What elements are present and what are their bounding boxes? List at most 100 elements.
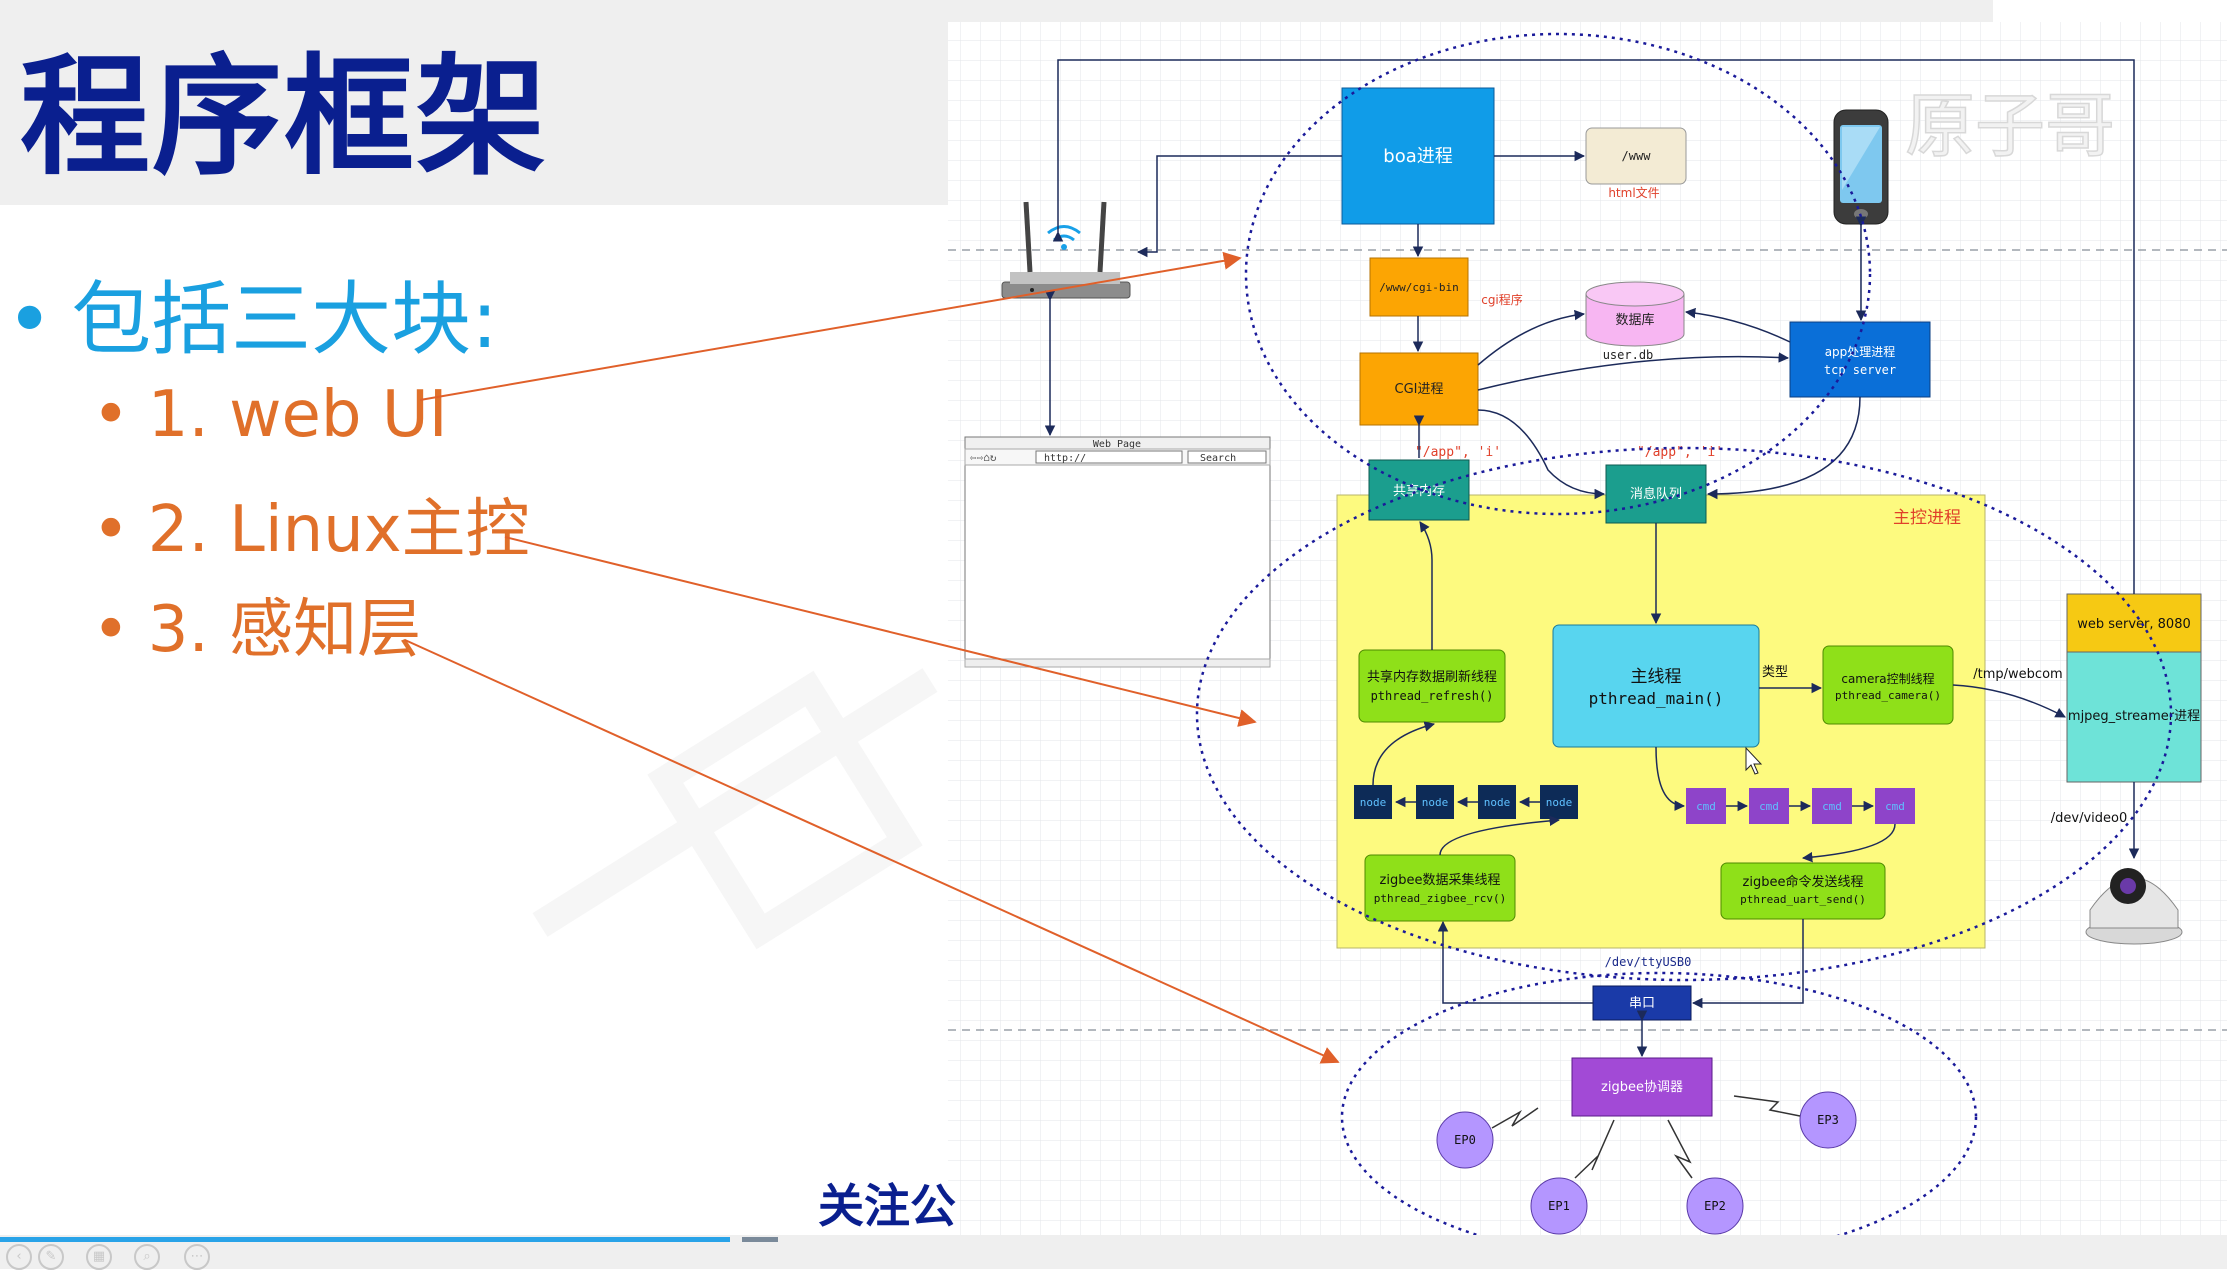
msgq-label: 消息队列 [1630, 486, 1682, 502]
cgi-bin-label: /www/cgi-bin [1379, 281, 1458, 294]
ep3-label: EP3 [1817, 1113, 1839, 1127]
watermark-top: 原子哥 [1905, 85, 2115, 167]
pointer-lines [404, 251, 1340, 1064]
cmd-queue: cmd cmd cmd cmd [1686, 788, 1915, 824]
ep2-label: EP2 [1704, 1199, 1726, 1213]
app-proc-label-1: app处理进程 [1825, 344, 1896, 359]
phone-icon [1833, 109, 1889, 225]
cmd-box [1686, 788, 1726, 824]
camera-label-2: pthread_camera() [1835, 689, 1941, 702]
node-label: node [1422, 796, 1449, 809]
node-queue: node node node node [1354, 785, 1578, 819]
zrcv-label-1: zigbee数据采集线程 [1380, 872, 1501, 888]
node-label: node [1484, 796, 1511, 809]
ep2-node [1686, 1177, 1744, 1235]
boa-process [1341, 87, 1495, 225]
watermark [532, 668, 938, 950]
connectors [1044, 59, 2140, 1058]
browser-search: Search [1200, 453, 1236, 464]
db-file-label: user.db [1603, 348, 1654, 362]
footer-text: 关注公 [818, 1179, 956, 1233]
more-icon[interactable]: ⋯ [184, 1244, 210, 1270]
cmd-label: cmd [1696, 800, 1716, 813]
zsend-label-1: zigbee命令发送线程 [1743, 874, 1864, 890]
bullet-dot: • [92, 593, 130, 667]
app-i-left: "/app", 'i' [1415, 445, 1501, 460]
node-box [1416, 785, 1454, 819]
cmd-box [1875, 788, 1915, 824]
zsend-label-2: pthread_uart_send() [1740, 893, 1866, 906]
browser-url: http:// [1044, 453, 1086, 464]
cmd-label: cmd [1759, 800, 1779, 813]
bullet-text: 3. 感知层 [147, 593, 422, 667]
mouse-cursor [1745, 746, 1763, 775]
bullet-sensor: •3. 感知层 [92, 578, 421, 670]
db-label: 数据库 [1615, 312, 1654, 328]
bullet-web-ui: •1. web UI [92, 378, 448, 452]
ep0-label: EP0 [1454, 1133, 1476, 1147]
browser-title: Web Page [1093, 439, 1141, 450]
web-ui-ellipse [1244, 32, 1872, 516]
refresh-label-1: 共享内存数据刷新线程 [1367, 669, 1497, 685]
mjpeg-box [2066, 651, 2202, 783]
page-title: 程序框架 [20, 41, 549, 193]
prev-icon[interactable]: ‹ [6, 1244, 32, 1270]
node-label: node [1360, 796, 1387, 809]
cgi-prog-label: cgi程序 [1481, 292, 1523, 307]
top-strip [948, 0, 1993, 22]
cgi-bin-box [1369, 257, 1469, 317]
cgi-proc-label: CGI进程 [1395, 382, 1444, 397]
main-thread-label-2: pthread_main() [1589, 689, 1724, 708]
node-box [1540, 785, 1578, 819]
progress-bar[interactable] [0, 1237, 730, 1242]
zrcv-label-2: pthread_zigbee_rcv() [1374, 892, 1506, 905]
camera-icon [2085, 868, 2183, 945]
app-proc-label-2: tcp server [1824, 363, 1896, 377]
type-label: 类型 [1762, 665, 1788, 680]
linux-ctrl-ellipse [1195, 446, 2173, 982]
browser-nav-icons: ⇦⇨⌂↻ [970, 451, 997, 464]
bullet-dot: • [92, 493, 130, 567]
zigbee-rcv-thread [1364, 854, 1516, 922]
progress-buffer [742, 1237, 778, 1242]
ep3-node [1799, 1091, 1857, 1149]
bullet-text: 2. Linux主控 [147, 493, 530, 567]
slides-icon[interactable]: ▦ [86, 1244, 112, 1270]
bullet-linux: •2. Linux主控 [92, 478, 530, 570]
html-files-label: html文件 [1608, 185, 1659, 200]
cmd-box [1812, 788, 1852, 824]
camera-label-1: camera控制线程 [1841, 671, 1934, 686]
refresh-label-2: pthread_refresh() [1371, 689, 1494, 703]
pen-icon[interactable]: ✎ [38, 1244, 64, 1270]
video-label: /dev/video0 [2051, 811, 2127, 826]
title-band [0, 0, 948, 205]
ep1-node [1530, 1177, 1588, 1235]
ep0-node [1436, 1111, 1494, 1169]
node-box [1354, 785, 1392, 819]
zoom-icon[interactable]: ⌕ [134, 1244, 160, 1270]
coordinator-box [1571, 1057, 1713, 1117]
bullet-main-text: 包括三大块: [71, 273, 499, 366]
cmd-label: cmd [1885, 800, 1905, 813]
main-ctrl-label: 主控进程 [1893, 508, 1961, 528]
mjpeg-label: mjpeg_streamer进程 [2068, 709, 2200, 724]
sensor-ellipse [1340, 971, 1978, 1263]
cmd-label: cmd [1822, 800, 1842, 813]
bullet-main: •包括三大块: [6, 255, 498, 371]
node-label: node [1546, 796, 1573, 809]
msgq-box [1605, 464, 1707, 524]
zigbee-send-thread [1720, 862, 1886, 920]
node-box [1478, 785, 1516, 819]
database: 数据库 [1585, 281, 1685, 347]
bullet-dot: • [6, 273, 54, 366]
zigbee-links [1491, 1095, 1801, 1179]
bullet-dot: • [92, 378, 130, 452]
bullet-text: 1. web UI [147, 378, 448, 452]
tty-label: /dev/ttyUSB0 [1605, 955, 1692, 969]
ep1-label: EP1 [1548, 1199, 1570, 1213]
boa-label: boa进程 [1383, 146, 1452, 167]
browser-url-field [1035, 450, 1183, 464]
browser-search-field [1187, 450, 1267, 464]
www-dir [1585, 127, 1687, 185]
